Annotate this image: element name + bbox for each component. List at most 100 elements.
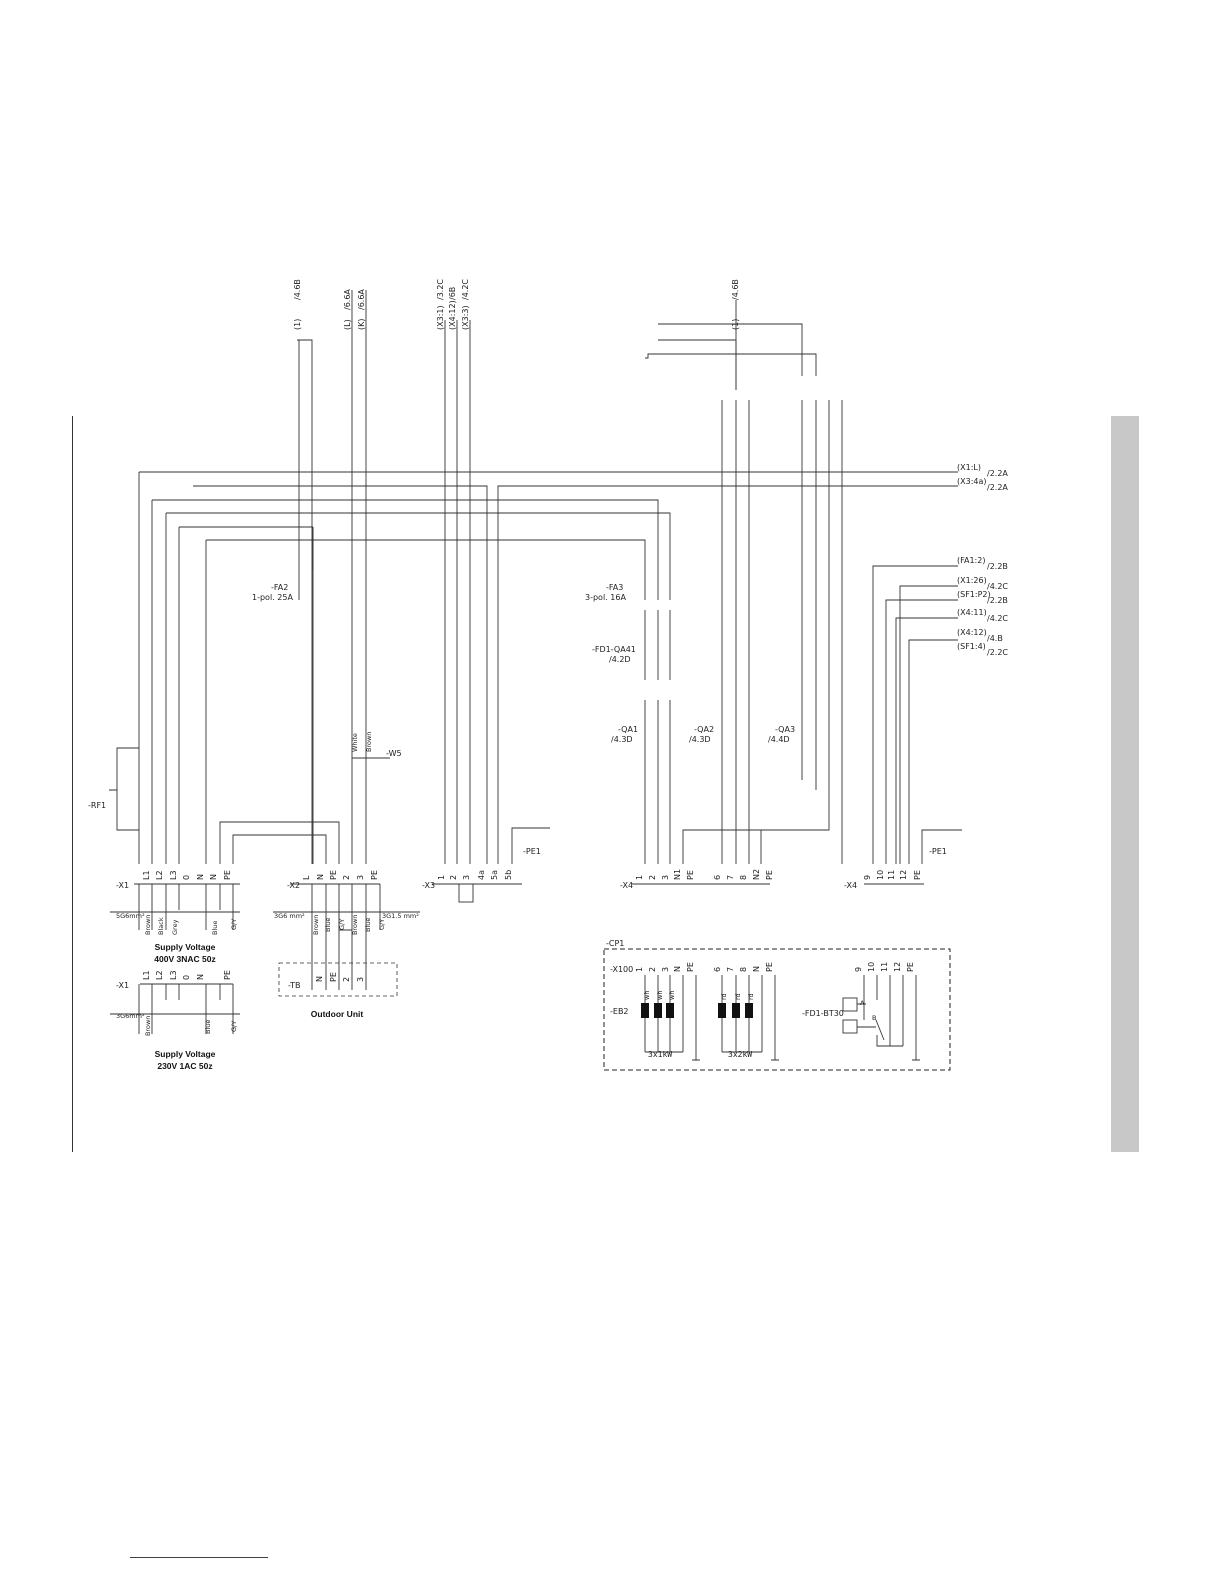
ref-x1-26 [899, 585, 958, 864]
heater-b1 [718, 1003, 726, 1018]
bt30-lines [863, 975, 917, 1060]
x100-t15: PE [906, 962, 915, 972]
x1b-t3: L3 [169, 970, 178, 980]
cable1-size: 5G6mm² [116, 912, 145, 920]
x100-t11: 9 [854, 967, 863, 972]
x1b-t4: 0 [182, 975, 191, 980]
ref-x4-12-target: /4.B [987, 634, 1003, 643]
x100-t8: 8 [739, 967, 748, 972]
x2-t4: 2 [342, 875, 351, 880]
pe1-c [921, 829, 962, 864]
cable3-size: 3G1.5 mm² [382, 912, 419, 920]
bridge-to-qa2 [658, 339, 737, 390]
x1-drops [138, 884, 234, 930]
tb-t3: 2 [342, 977, 351, 982]
terminal-numbers: L1 L2 L3 0 N N PE L N PE 2 3 PE 1 2 3 4a… [142, 869, 922, 982]
cable-annotations: 5G6mm² Brown Black Grey Blue G/Y 3G6 mm²… [116, 732, 419, 1036]
x4a-t10: PE [765, 870, 774, 880]
page-sidebar-strip [1111, 416, 1139, 1152]
cp1-tag: -CP1 [606, 939, 624, 948]
ref-x1-26: (X1:26) [957, 576, 987, 585]
x100-t10: PE [765, 962, 774, 972]
x4a-t6: 6 [713, 875, 722, 880]
qa3-tag: -QA3 [775, 725, 795, 734]
heater-a3 [666, 1003, 674, 1018]
vref-x3-3-a: (X3:3) [461, 305, 470, 330]
x4a-tag: -X4 [620, 881, 633, 890]
cable4-core2: Blue [204, 1020, 212, 1034]
ref-fa1-target: /2.2B [987, 562, 1008, 571]
fa3-poles [644, 556, 671, 600]
terminal-tags: -X1 -X2 -X3 -X4 -X4 -X1 [116, 881, 857, 990]
fa3-desc: 3-pol. 16A [585, 593, 626, 602]
ref-sf1-4 [908, 639, 958, 864]
x3-bridge-box [458, 883, 474, 903]
bt30-switch-b: B [872, 1014, 876, 1022]
x3-t2: 2 [449, 875, 458, 880]
x100-t9: N [752, 966, 761, 972]
cable2-core1: Brown [312, 915, 320, 935]
vref-x3-1-a: (X3:1) [436, 305, 445, 330]
bus-l1 [138, 471, 958, 864]
ref-sf1-4: (SF1:4) [957, 642, 986, 651]
x1b-t2: L2 [155, 970, 164, 980]
tb-t2: PE [329, 972, 338, 982]
x1-t6: N [209, 874, 218, 880]
x3-t5: 5a [490, 870, 499, 880]
cp1-box [603, 948, 951, 1071]
cable3-core1: Brown [351, 915, 359, 935]
fa2-tag: -FA2 [271, 583, 288, 592]
supply1-caption-line1: Supply Voltage [155, 942, 216, 952]
cable1-core2: Black [157, 917, 165, 935]
x4a-t1: 1 [635, 875, 644, 880]
w5-core1: White [351, 733, 359, 752]
ref-x1-26-target: /4.2C [987, 582, 1008, 591]
cable2-size: 3G6 mm² [274, 912, 305, 920]
ref-x3-4a-target: /2.2A [987, 483, 1008, 492]
x2-t1: L [302, 875, 311, 880]
vref-x3-3-b: /4.2C [461, 279, 470, 300]
x1-t4: 0 [182, 875, 191, 880]
cable1-core5: G/Y [230, 919, 238, 930]
pe1-a-tag: -PE1 [523, 847, 541, 856]
cable4-size: 3G6mm² [116, 1012, 145, 1020]
qa1-tag: -QA1 [618, 725, 638, 734]
x4a-t9: N2 [752, 869, 761, 880]
vref-x2-1-a: (L) [343, 319, 352, 330]
bus-x3-4a-left [193, 485, 488, 864]
tb-tag: -TB [288, 981, 301, 990]
x1b-t5: N [196, 974, 205, 980]
ref-x4-11-target: /4.2C [987, 614, 1008, 623]
pe1-a [511, 827, 550, 864]
bus-n-fa2 [179, 526, 314, 864]
heater-annotations: wh wh wh rd rd rd 3x1kW 3x2kW A B [643, 991, 876, 1059]
ref-x3-4a: (X3:4a) [957, 477, 987, 486]
x3-t6: 5b [504, 870, 513, 880]
x4a-t3: 3 [661, 875, 670, 880]
bus-x3-4a [497, 485, 958, 864]
device-labels: -FA2 1-pol. 25A -FA3 3-pol. 16A -FD1-QA4… [88, 583, 947, 1018]
heater-b1-wire: rd [720, 993, 728, 1000]
x1-pe-to-x2 [232, 834, 327, 864]
x2-t3: PE [329, 870, 338, 880]
vref-x3-2-b: /6B [448, 287, 457, 300]
cp1-wiring [644, 975, 920, 1061]
heater-group-b: 3x2kW [728, 1050, 752, 1059]
x1b-t6: PE [223, 970, 232, 980]
x100-t14: 12 [893, 962, 902, 972]
cable4-core3: G/Y [230, 1021, 238, 1032]
cable2-core2: Blue [324, 918, 332, 932]
x100-t4: N [673, 966, 682, 972]
page-border-left [72, 416, 73, 1152]
x100-numbers: 1 2 3 N PE 6 7 8 N PE 9 10 11 12 PE [635, 962, 915, 972]
qa2-ref: /4.3D [689, 735, 711, 744]
qa41-ref: /4.2D [609, 655, 631, 664]
vref-x3-1-b: /3.2C [436, 279, 445, 300]
x4b-t4: 12 [899, 870, 908, 880]
bt30-contacts [857, 1003, 885, 1041]
tb-t4: 3 [356, 977, 365, 982]
x3-t3: 3 [462, 875, 471, 880]
vref-qa-a: (1) [731, 319, 740, 330]
x100-tag: -X100 [610, 965, 633, 974]
